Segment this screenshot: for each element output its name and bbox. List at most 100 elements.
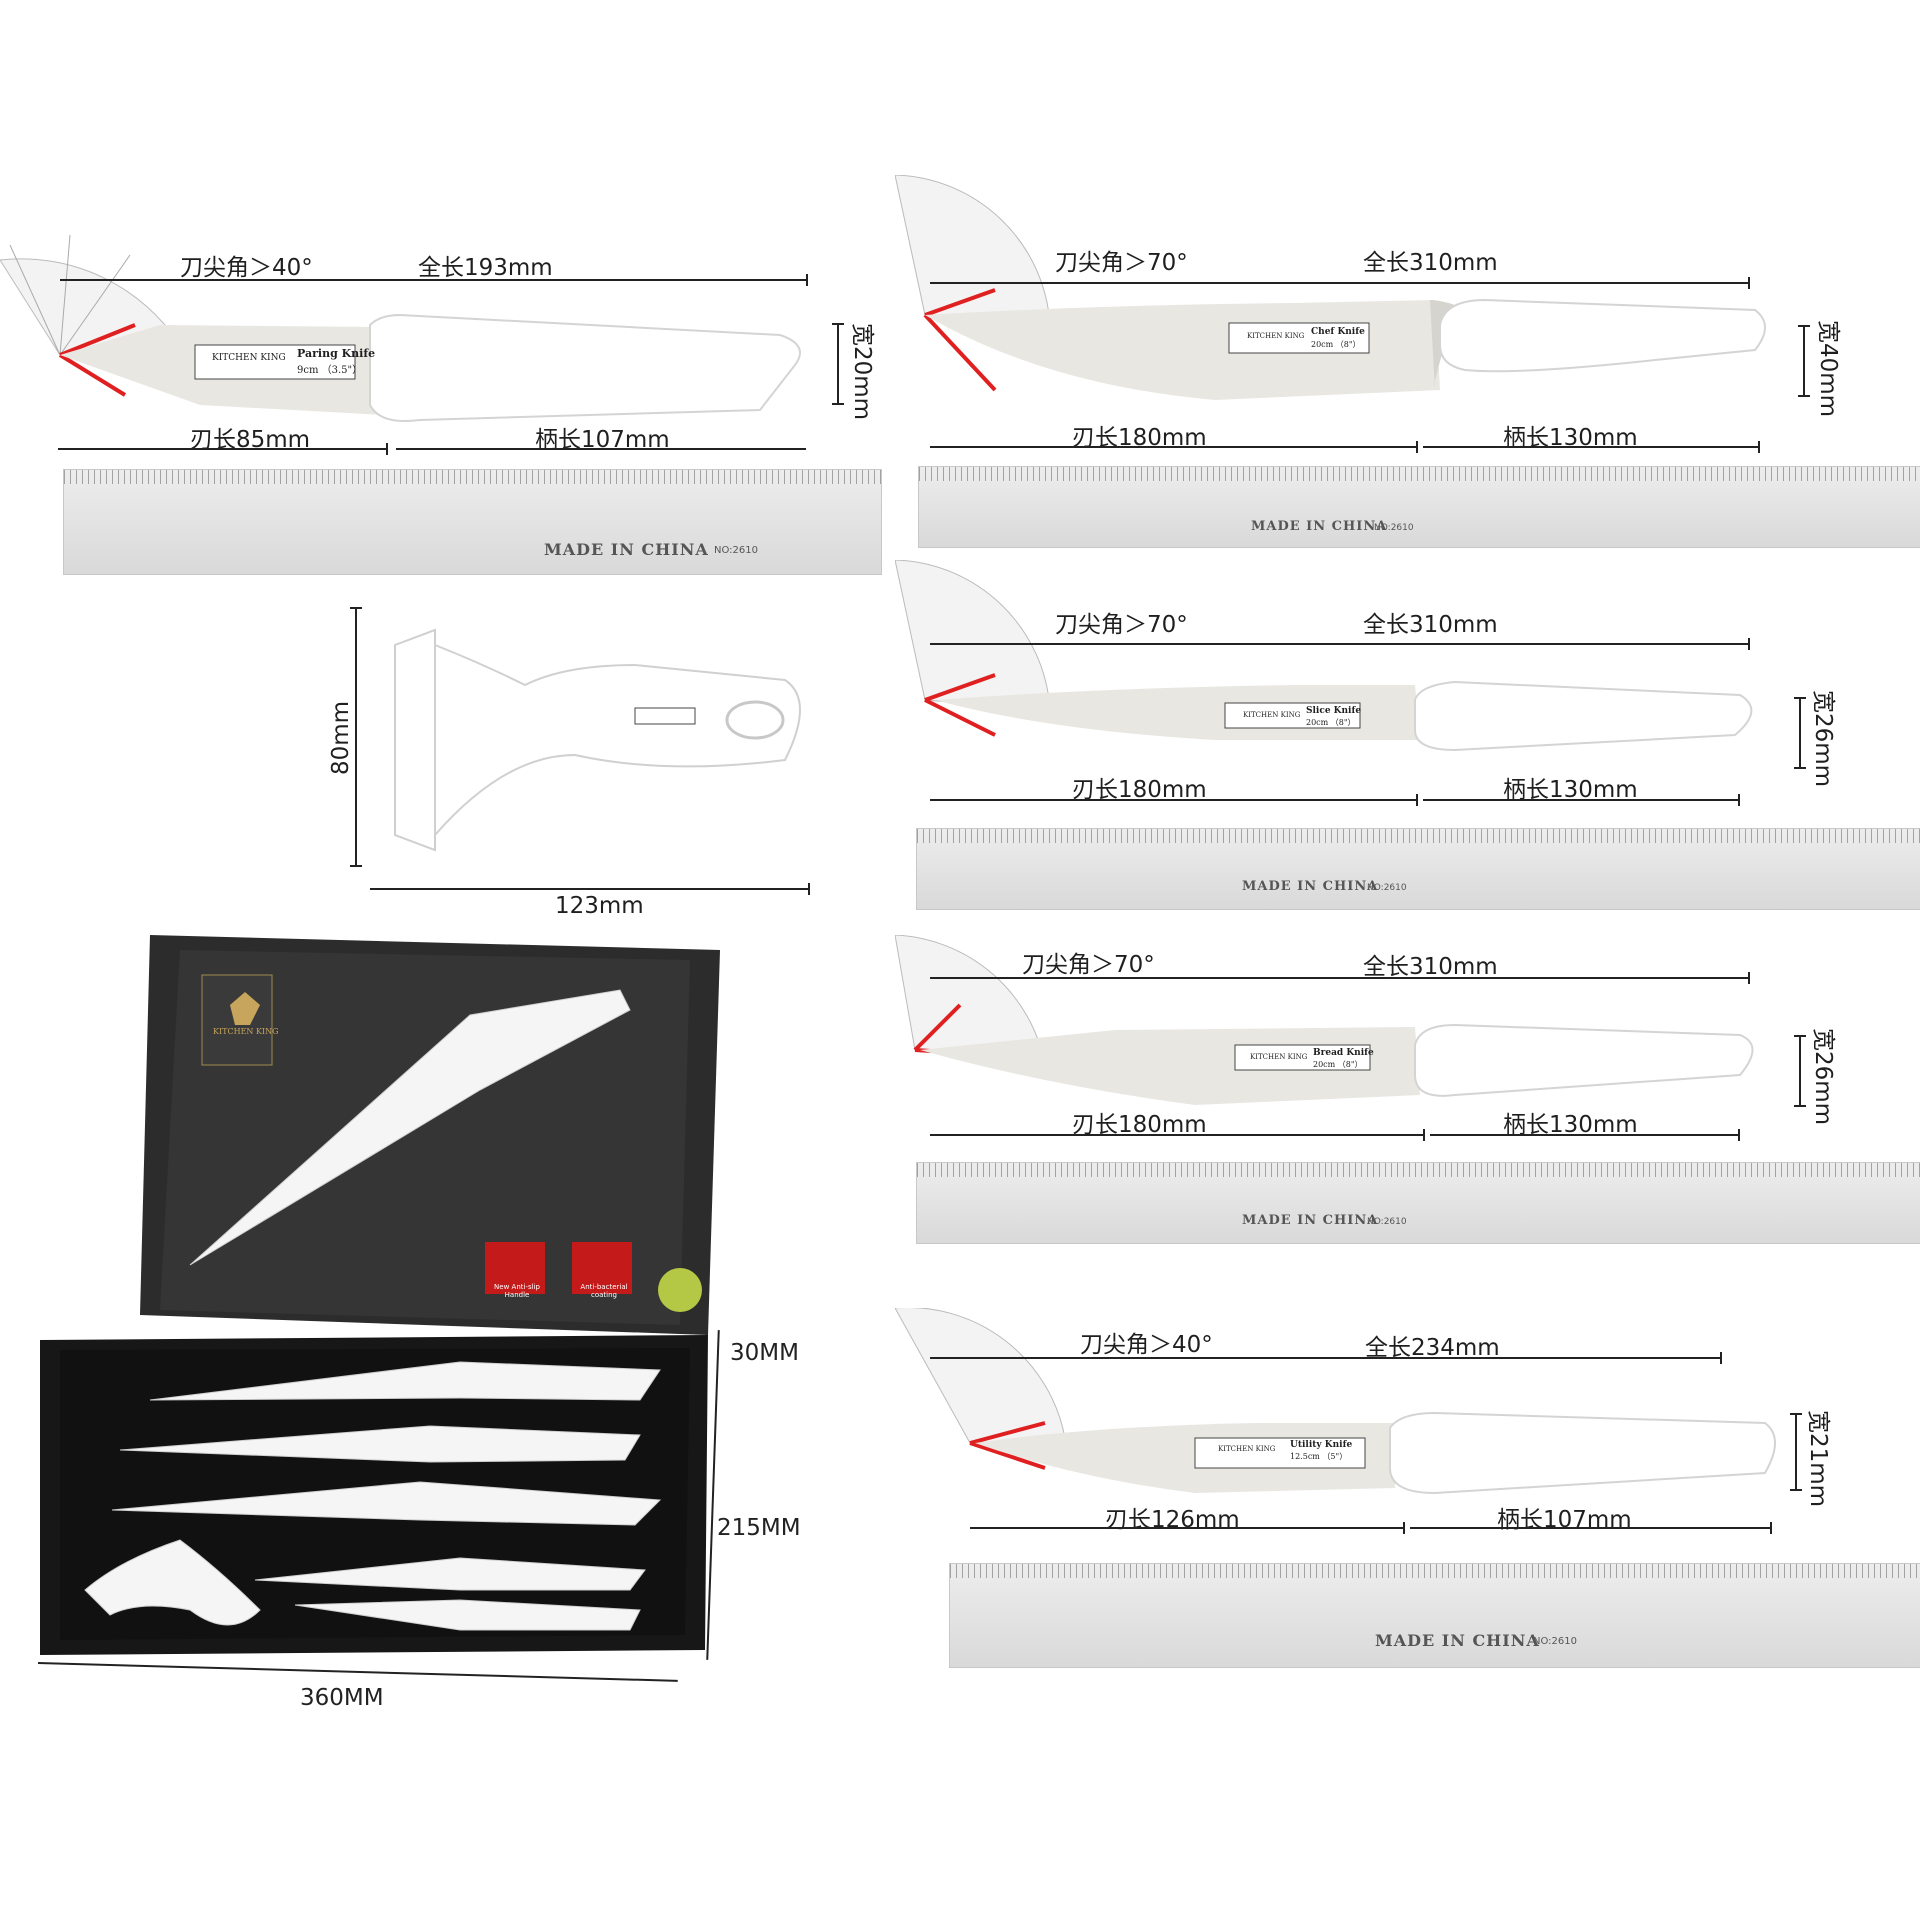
- paring-label-size: 9cm （3.5"）: [297, 365, 363, 376]
- slice-width-tick-top: [1794, 697, 1806, 699]
- chef-total-label: 全长310mm: [1363, 250, 1498, 276]
- bread-handle-line: [1430, 1134, 1740, 1136]
- box-width-label: 360MM: [300, 1685, 384, 1711]
- slice-handle-line: [1423, 799, 1740, 801]
- box-width-line: [37, 1662, 678, 1682]
- slice-total-label: 全长310mm: [1363, 612, 1498, 638]
- paring-total-line: [60, 279, 808, 281]
- utility-label-name: Utility Knife: [1290, 1440, 1353, 1450]
- peeler-height-tick-top: [350, 607, 362, 609]
- chef-width-line: [1803, 325, 1805, 397]
- chef-total-line: [930, 282, 1750, 284]
- paring-width-label: 宽20mm: [849, 323, 875, 421]
- paring-handle-line: [396, 448, 806, 450]
- utility-ruler: MADE IN CHINA NO:2610: [949, 1563, 1920, 1668]
- chef-label-name: Chef Knife: [1311, 327, 1365, 337]
- slice-blade-tick: [1416, 794, 1418, 806]
- chef-angle-label: 刀尖角＞70°: [1055, 250, 1188, 276]
- bread-label-size: 20cm （8"）: [1313, 1060, 1363, 1069]
- utility-handle-line: [1410, 1527, 1772, 1529]
- bread-brand-label: KITCHEN KING: [1250, 1053, 1308, 1061]
- peeler-height-tick-bottom: [350, 865, 362, 867]
- bread-label-name: Bread Knife: [1313, 1048, 1374, 1058]
- paring-brand-label: KITCHEN KING: [212, 353, 286, 363]
- bread-width-label: 宽26mm: [1810, 1028, 1836, 1126]
- slice-width-label: 宽26mm: [1810, 690, 1836, 788]
- utility-angle-label: 刀尖角＞40°: [1080, 1332, 1213, 1358]
- utility-width-label: 宽21mm: [1805, 1410, 1831, 1508]
- slice-width-tick-bottom: [1794, 767, 1806, 769]
- chef-label-size: 20cm （8"）: [1311, 340, 1361, 349]
- paring-width-tick-top: [832, 323, 844, 325]
- slice-blade-label: 刃长180mm: [1072, 777, 1207, 803]
- chef-ruler: MADE IN CHINA NO:2610: [918, 466, 1920, 548]
- bread-knife-photo: [895, 935, 1754, 1105]
- utility-blade-tick: [1403, 1522, 1405, 1534]
- utility-width-line: [1795, 1413, 1797, 1491]
- slice-total-tick: [1748, 638, 1750, 650]
- peeler-width-label: 123mm: [555, 893, 644, 919]
- bread-total-label: 全长310mm: [1363, 954, 1498, 980]
- bread-handle-label: 柄长130mm: [1503, 1112, 1638, 1138]
- slice-brand-label: KITCHEN KING: [1243, 711, 1301, 719]
- slice-ruler: MADE IN CHINA NO:2610: [916, 828, 1920, 910]
- bread-width-tick-top: [1794, 1035, 1806, 1037]
- paring-total-tick: [806, 274, 808, 286]
- slice-total-line: [930, 643, 1750, 645]
- box-height-label: 215MM: [717, 1515, 801, 1541]
- slice-blade-line: [930, 799, 1418, 801]
- utility-total-line: [930, 1357, 1722, 1359]
- slice-handle-tick: [1738, 794, 1740, 806]
- paring-blade-tick: [386, 443, 388, 455]
- chef-knife-photo: [895, 175, 1766, 400]
- peeler-height-label: 80mm: [328, 700, 354, 775]
- chef-width-tick-top: [1798, 325, 1810, 327]
- bread-total-line: [930, 977, 1750, 979]
- chef-handle-line: [1423, 446, 1760, 448]
- slice-label-name: Slice Knife: [1306, 706, 1362, 716]
- box-depth-label: 30MM: [730, 1340, 799, 1366]
- peeler-height-line: [355, 607, 357, 867]
- bread-total-tick: [1748, 972, 1750, 984]
- bread-ruler: MADE IN CHINA NO:2610: [916, 1162, 1920, 1244]
- paring-width-tick-bottom: [832, 403, 844, 405]
- paring-angle-label: 刀尖角＞40°: [180, 255, 313, 281]
- box-brand: KITCHEN KING: [213, 1027, 279, 1036]
- slice-width-line: [1799, 697, 1801, 769]
- paring-label-name: Paring Knife: [297, 347, 376, 360]
- chef-brand-label: KITCHEN KING: [1247, 332, 1305, 340]
- peeler-width-tick: [808, 883, 810, 895]
- chef-width-tick-bottom: [1798, 395, 1810, 397]
- bread-width-line: [1799, 1035, 1801, 1107]
- utility-blade-line: [970, 1527, 1405, 1529]
- bread-blade-tick: [1423, 1129, 1425, 1141]
- bread-width-tick-bottom: [1794, 1105, 1806, 1107]
- peeler-width-line: [370, 888, 810, 890]
- gift-box-photo: [40, 935, 720, 1655]
- paring-blade-line: [58, 448, 388, 450]
- box-badge-2: Anti-bacterial coating: [580, 1283, 628, 1299]
- chef-width-label: 宽40mm: [1815, 320, 1841, 418]
- bread-blade-label: 刃长180mm: [1072, 1112, 1207, 1138]
- chef-blade-tick: [1416, 441, 1418, 453]
- utility-label-size: 12.5cm （5"）: [1290, 1452, 1348, 1461]
- paring-total-label: 全长193mm: [418, 255, 553, 281]
- utility-handle-tick: [1770, 1522, 1772, 1534]
- utility-total-label: 全长234mm: [1365, 1335, 1500, 1361]
- paring-knife-photo: [0, 234, 801, 422]
- paring-width-line: [837, 323, 839, 405]
- bread-angle-label: 刀尖角＞70°: [1022, 952, 1155, 978]
- bread-blade-line: [930, 1134, 1425, 1136]
- utility-brand-label: KITCHEN KING: [1218, 1445, 1276, 1453]
- chef-blade-line: [930, 446, 1418, 448]
- slice-label-size: 20cm （8"）: [1306, 718, 1356, 727]
- utility-width-tick-bottom: [1790, 1489, 1802, 1491]
- chef-total-tick: [1748, 277, 1750, 289]
- paring-ruler: MADE IN CHINA NO:2610: [63, 469, 882, 575]
- slice-handle-label: 柄长130mm: [1503, 777, 1638, 803]
- utility-width-tick-top: [1790, 1413, 1802, 1415]
- chef-handle-tick: [1758, 441, 1760, 453]
- utility-total-tick: [1720, 1352, 1722, 1364]
- box-badge-1: New Anti-slip Handle: [494, 1283, 540, 1299]
